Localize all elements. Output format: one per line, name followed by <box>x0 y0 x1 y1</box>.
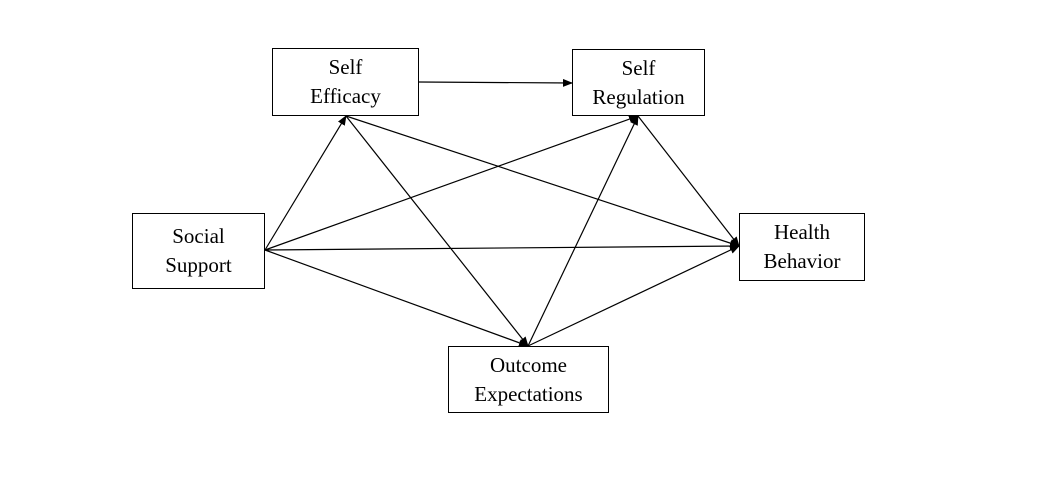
node-label-line: Efficacy <box>310 84 381 108</box>
arrow-social-support-to-self-efficacy <box>264 115 347 251</box>
node-label-line: Support <box>165 253 232 277</box>
arrow-self-regulation-to-health-behavior <box>637 115 740 247</box>
node-label-line: Health <box>774 220 830 244</box>
node-label-line: Regulation <box>592 84 685 109</box>
arrow-social-support-to-self-regulation <box>264 115 639 251</box>
arrow-self-efficacy-to-outcome-expectations <box>345 115 529 347</box>
node-social-support: Social Support <box>132 213 265 289</box>
node-label-line: Outcome <box>490 352 567 377</box>
arrow-social-support-to-outcome-expectations <box>264 249 529 347</box>
node-label-line: Social <box>172 224 225 248</box>
node-health-behavior: Health Behavior <box>739 213 865 281</box>
arrow-outcome-expectations-to-self-regulation <box>527 115 639 347</box>
arrow-outcome-expectations-to-health-behavior <box>527 245 740 347</box>
node-outcome-expectations: Outcome Expectations <box>448 346 609 413</box>
node-label-line: Behavior <box>763 249 841 273</box>
arrow-self-efficacy-to-health-behavior <box>345 115 740 247</box>
arrow-self-efficacy-to-self-regulation <box>418 78 573 87</box>
node-self-regulation: Self Regulation <box>572 49 705 116</box>
node-label-line: Self <box>328 55 363 79</box>
arrow-social-support-to-health-behavior <box>264 242 740 251</box>
node-label-line: Expectations <box>474 381 583 406</box>
node-label-line: Self <box>621 55 656 80</box>
node-self-efficacy: Self Efficacy <box>272 48 419 116</box>
